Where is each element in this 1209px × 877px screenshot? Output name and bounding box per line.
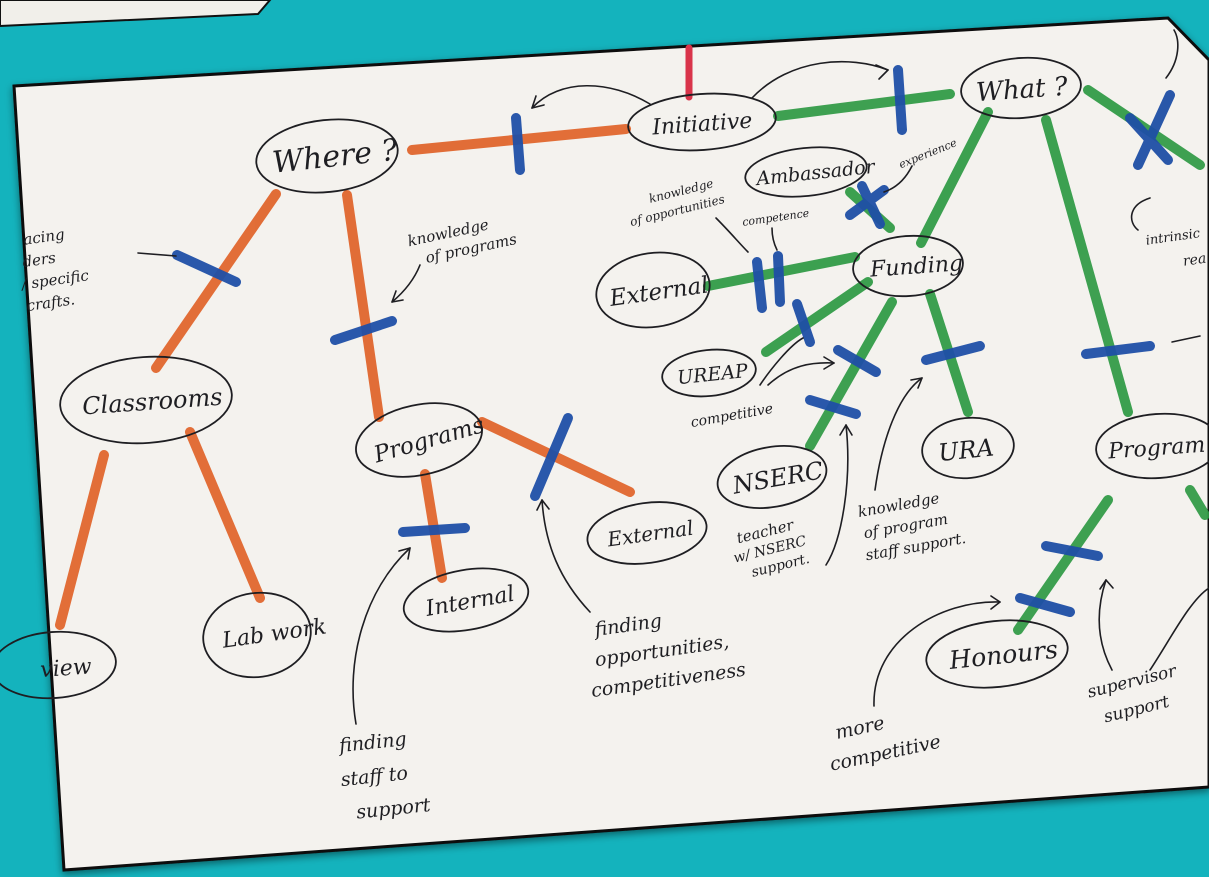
node-ura-shape: [921, 416, 1015, 480]
mark-10: [792, 299, 815, 347]
arrowhead-1: [531, 95, 545, 109]
mark-12: [805, 395, 861, 419]
mark-15: [1041, 541, 1103, 561]
arrow-competence: [771, 227, 778, 251]
edge-what-program: [1041, 115, 1133, 417]
mark-7b: [845, 185, 889, 220]
mark-11: [833, 345, 881, 377]
arrow-initiative-where: [531, 84, 651, 109]
node-classrooms-shape: [59, 355, 233, 445]
note-left-margin-2: ders: [21, 249, 57, 272]
note-right-edge-2: rea: [1182, 251, 1207, 270]
arrow-right-edge: [1171, 335, 1201, 343]
mark-3: [330, 316, 397, 345]
mark-2: [172, 250, 241, 287]
edge-where-classrooms: [151, 189, 281, 373]
arrow-competitive-ureap: [767, 362, 835, 386]
node-where-shape: [255, 118, 399, 194]
arrow-more-competitive: [873, 601, 1001, 707]
arrow-finding-staff: [352, 547, 411, 725]
arrowhead-mc: [990, 595, 1001, 610]
edge-classrooms-review: [55, 450, 109, 630]
mark-13: [921, 341, 985, 365]
arrowhead-sv: [1099, 579, 1114, 590]
node-programs-shape: [355, 402, 483, 478]
arrowhead-2: [875, 64, 889, 80]
edge-where-programs: [342, 190, 384, 422]
note-left-margin-1: acing: [22, 225, 66, 249]
arrow-knowledge-opps: [715, 217, 749, 253]
edge-nserc-funding: [805, 297, 897, 451]
node-honours-shape: [925, 619, 1069, 689]
arrow-supervisor: [1098, 579, 1113, 671]
mark-18: [1133, 90, 1175, 170]
arrowhead-fs: [398, 547, 411, 560]
arrowhead-kp: [391, 290, 404, 303]
arrow-teacher-nserc: [825, 424, 849, 566]
arrow-right-top: [1165, 29, 1179, 79]
node-ureap-shape: [661, 348, 757, 398]
node-lab-work-shape: [202, 591, 312, 679]
edge-program-right: [1185, 485, 1209, 520]
line-left-margin: [137, 252, 177, 257]
arrow-knowledge-programs: [391, 264, 421, 303]
mark-16: [1015, 593, 1075, 617]
node-funding-shape: [852, 234, 964, 298]
arrowhead-cu: [823, 356, 835, 370]
arrowhead-ks: [910, 377, 923, 389]
mark-1: [511, 113, 525, 175]
edge-ureap-funding: [761, 277, 873, 357]
paper-sheet: [12, 16, 1209, 872]
arrow-supervisor-right: [1149, 587, 1209, 671]
node-ura: URA: [937, 433, 995, 467]
node-internal-shape: [402, 567, 530, 633]
node-ambassador-shape: [744, 146, 868, 198]
node-review-shape: [0, 630, 117, 700]
edge-initiative-what: [773, 89, 955, 121]
arrow-knowledge-staff: [874, 377, 923, 491]
node-initiative-shape: [627, 92, 777, 152]
arrowhead-fo: [536, 499, 550, 511]
node-review: view: [39, 654, 92, 683]
node-what: What ?: [975, 72, 1070, 108]
mark-14: [1081, 341, 1155, 359]
edge-classrooms-lab: [185, 427, 265, 603]
arrow-right-edge-2: [1130, 197, 1151, 231]
edge-program-honours: [1013, 495, 1113, 635]
mark-4: [398, 523, 470, 537]
node-what-shape: [960, 56, 1082, 120]
mark-5: [530, 413, 573, 501]
mark-9: [773, 251, 785, 307]
arrowhead-tn: [839, 424, 853, 436]
mark-6: [893, 65, 907, 135]
arrow-finding-opps: [541, 499, 591, 613]
arrow-competitive-ureap-2: [759, 337, 804, 386]
edge-what-funding: [916, 107, 993, 248]
node-external-mid-shape: [586, 501, 708, 565]
node-program-right-shape: [1095, 412, 1209, 480]
node-nserc-shape: [716, 445, 828, 509]
mark-8: [752, 257, 767, 313]
arrow-initiative-what: [751, 60, 889, 99]
arrow-experience: [883, 165, 913, 193]
node-external-left-shape: [595, 251, 711, 329]
